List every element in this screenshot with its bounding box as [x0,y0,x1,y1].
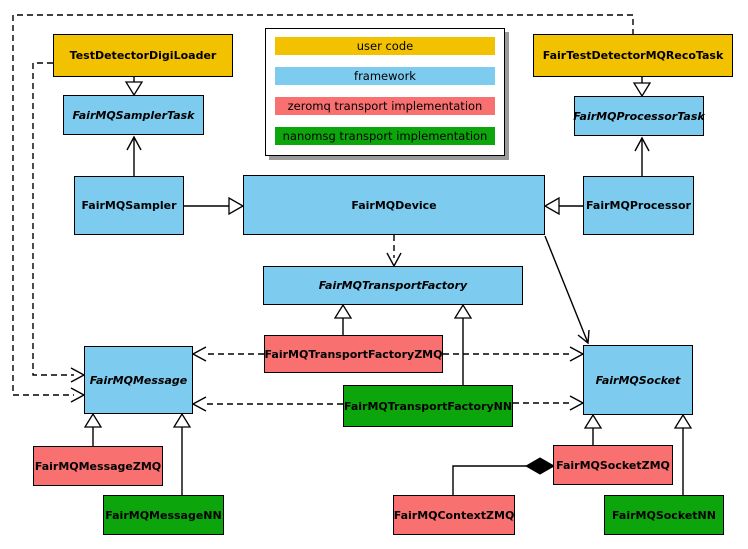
edge-dependency-device-transportfactory [386,235,402,268]
node-fairmqsampler: FairMQSampler [74,176,184,235]
edge-dependency-tfzmq-socket [443,346,585,362]
node-fairmqsamplertask: FairMQSamplerTask [63,95,204,135]
node-fairmqtransportfactorynn: FairMQTransportFactoryNN [343,385,513,427]
node-fairmqprocessor: FairMQProcessor [583,176,694,235]
edge-dependency-tfzmq-message [191,346,264,362]
edge-inheritance-tfzmq-transportfactory [333,303,353,335]
edge-dependency-tfnn-socket [513,395,585,411]
edge-inheritance-messagezmq-message [83,412,103,446]
edge-inheritance-recotask-processortask [632,77,652,98]
edge-association-sampler-samplertask [126,135,142,176]
node-fairmqmessagenn: FairMQMessageNN [103,495,224,535]
node-fairtestdetectormqrecotask: FairTestDetectorMQRecoTask [533,34,733,77]
edge-inheritance-tfnn-transportfactory [453,303,473,385]
edge-composition-socketzmq-contextzmq [452,457,556,495]
node-fairmqsocket: FairMQSocket [583,345,693,415]
node-fairmqsocketzmq: FairMQSocketZMQ [553,445,673,485]
node-fairmqtransportfactory: FairMQTransportFactory [263,266,523,305]
edge-dependency-tfnn-message [191,396,343,412]
edge-inheritance-digiloader-samplertask [124,77,144,97]
node-fairmqdevice: FairMQDevice [243,175,545,235]
node-fairmqcontextzmq: FairMQContextZMQ [393,495,515,535]
legend-swatch-user-code: user code [275,37,495,55]
legend-swatch-nanomsg: nanomsg transport implementation [275,127,495,145]
edge-inheritance-messagenn-message [172,412,192,495]
edge-inheritance-processor-device [543,196,583,216]
node-fairmqmessagezmq: FairMQMessageZMQ [33,446,163,486]
node-fairmqprocessortask: FairMQProcessorTask [573,96,705,136]
edge-inheritance-socketnn-socket [673,413,693,495]
edge-inheritance-sampler-device [184,196,245,216]
edge-association-device-socket [544,235,590,345]
node-fairmqsocketnn: FairMQSocketNN [604,495,724,535]
legend-swatch-zeromq: zeromq transport implementation [275,97,495,115]
node-testdetectordigiloader: TestDetectorDigiLoader [53,34,233,77]
node-fairmqmessage: FairMQMessage [84,346,193,414]
edge-inheritance-socketzmq-socket [583,413,603,445]
legend-swatch-framework: framework [275,67,495,85]
node-fairmqtransportfactoryzmq: FairMQTransportFactoryZMQ [264,335,443,373]
legend: user code framework zeromq transport imp… [265,28,505,156]
edge-association-processor-processortask [634,136,650,176]
